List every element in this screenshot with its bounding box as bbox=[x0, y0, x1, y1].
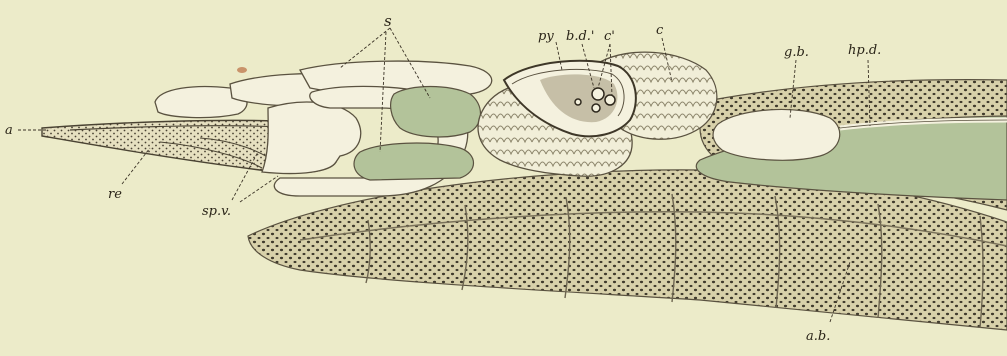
label-sp-v: sp.v. bbox=[202, 204, 231, 219]
label-g-b: g.b. bbox=[784, 45, 809, 60]
label-py: py bbox=[538, 29, 554, 44]
label-c-prime: c' bbox=[604, 29, 615, 44]
label-a-b: a.b. bbox=[806, 329, 830, 344]
label-hp-d: hp.d. bbox=[848, 43, 881, 58]
gall-bladder bbox=[713, 109, 840, 160]
label-re: re bbox=[108, 187, 122, 202]
stomach-upper bbox=[391, 87, 481, 137]
label-a: a bbox=[5, 123, 13, 138]
label-s: s bbox=[384, 12, 392, 30]
label-b-d: b.d.' bbox=[566, 29, 594, 44]
stomach-lower bbox=[354, 143, 473, 180]
label-c: c bbox=[656, 23, 664, 38]
